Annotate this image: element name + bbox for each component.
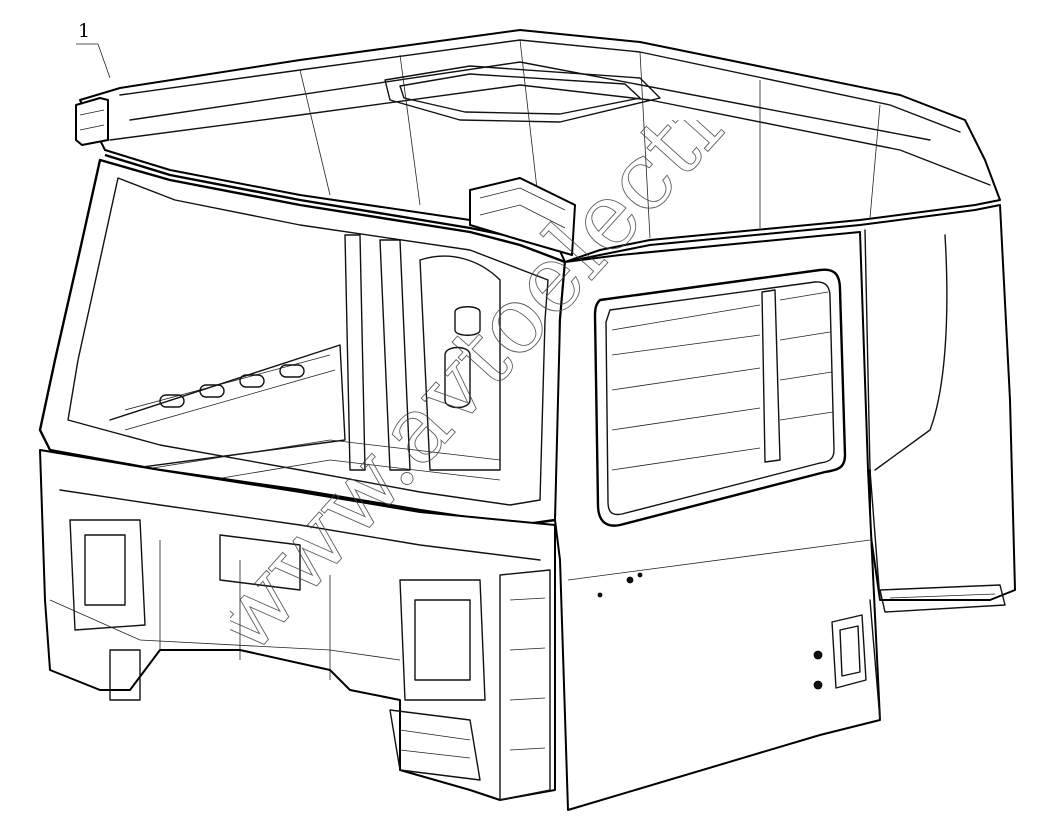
roof-lamp-bracket [469,177,576,256]
front-lower-panel [39,449,556,801]
roof-corner-bracket-left [75,97,109,146]
cab-door [554,231,881,811]
cab-interior [109,234,501,491]
callout-number-1: 1 [78,20,91,42]
watermark-text: www.avtoelectron.ru [230,120,870,675]
side-rear-panel [869,234,1006,721]
callout-leader-line [76,43,111,79]
watermark: www.avtoelectron.ru [230,120,870,675]
